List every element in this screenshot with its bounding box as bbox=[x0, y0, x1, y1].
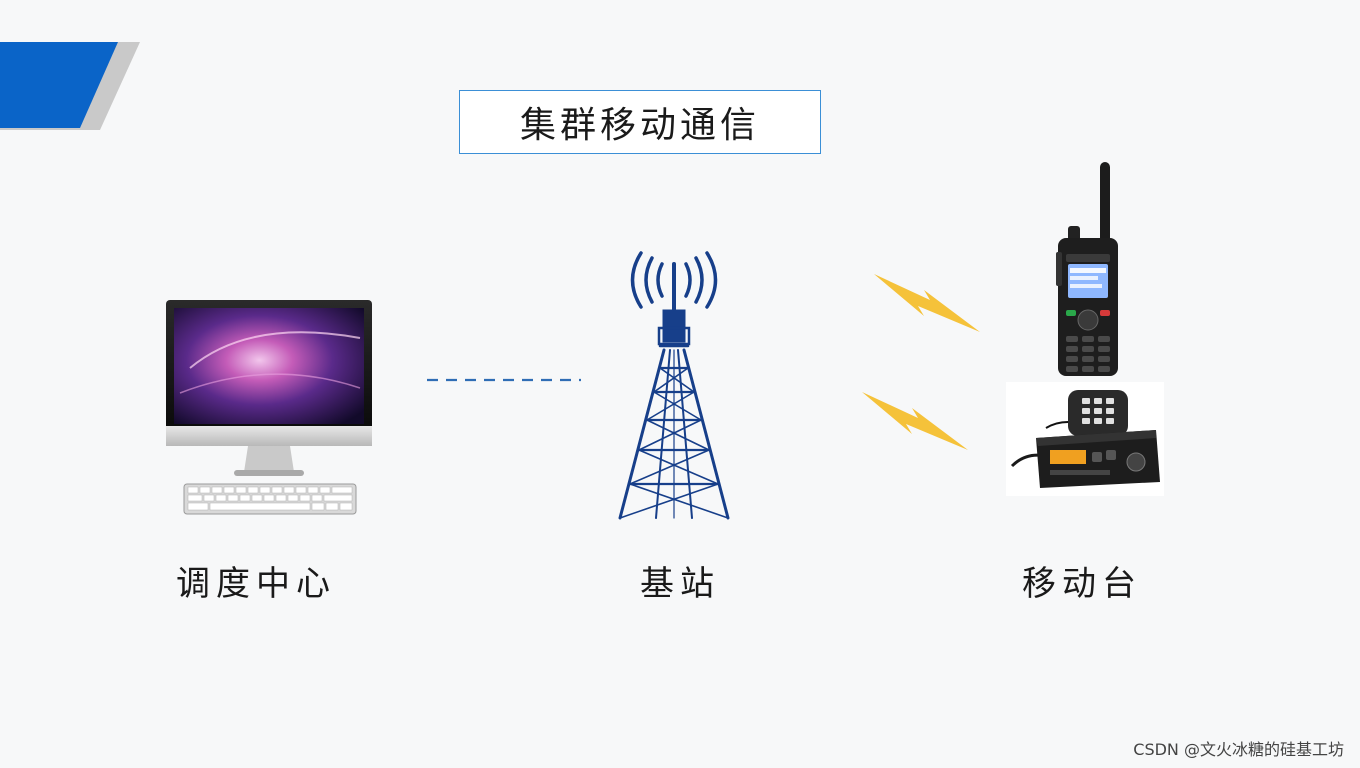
corner-accent-banner bbox=[0, 42, 140, 130]
watermark: CSDN @文火冰糖的硅基工坊 bbox=[1133, 740, 1344, 759]
label-base-station: 基站 bbox=[640, 564, 720, 604]
title-box: 集群移动通信 bbox=[459, 90, 821, 154]
vehicle-radio-icon bbox=[1006, 382, 1164, 496]
radio-tower-icon bbox=[618, 251, 730, 520]
computer-icon bbox=[166, 300, 372, 515]
handheld-radio-icon bbox=[1056, 162, 1118, 376]
wireless-lightning-icon bbox=[862, 392, 968, 450]
wireless-lightning-icon bbox=[874, 274, 980, 332]
label-dispatch-center: 调度中心 bbox=[176, 564, 336, 604]
label-mobile-station: 移动台 bbox=[1022, 564, 1142, 604]
wired-link-line bbox=[427, 378, 581, 382]
page-title: 集群移动通信 bbox=[519, 105, 760, 146]
